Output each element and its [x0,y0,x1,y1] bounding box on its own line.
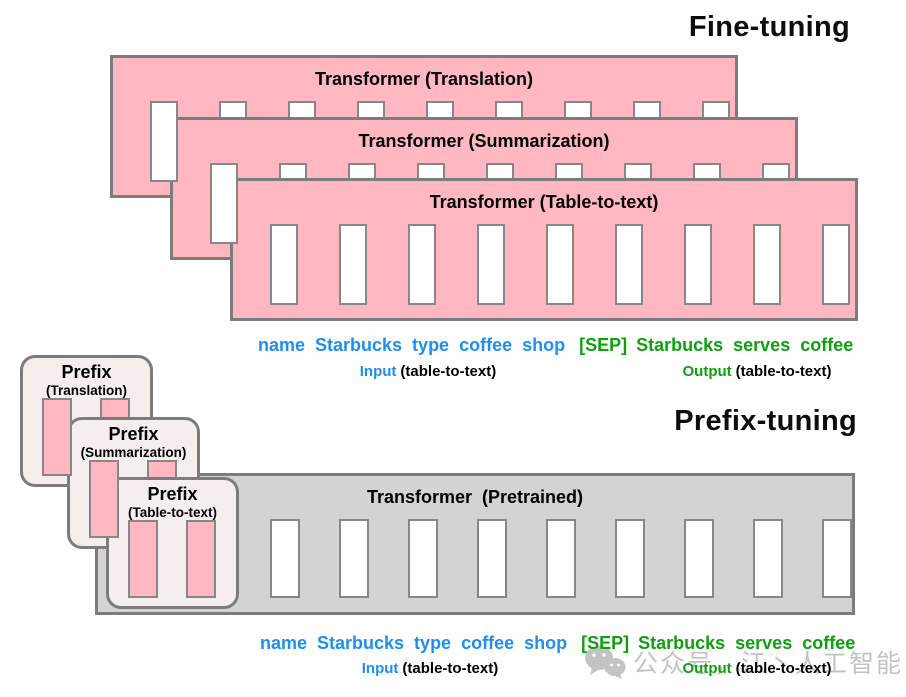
activation-token [753,224,781,305]
prefix-token-row [128,520,216,598]
wechat-icon [585,646,626,679]
output-tokens-text: Starbucks serves coffee [636,335,854,355]
prefix-box-title: Prefix [61,362,112,382]
input-caption-word: Input [359,363,397,380]
input-caption-bottom: Input(table-to-text) [362,660,498,677]
activation-token [546,224,574,305]
transformer-box-table-to-text: Transformer (Table-to-text) [230,178,858,321]
input-caption-top: Input(table-to-text) [360,363,496,380]
output-tokens-text: Starbucks serves coffee [638,633,856,653]
activation-token [546,519,576,598]
activation-token [339,519,369,598]
prefix-tuning-heading: Prefix-tuning [674,405,857,437]
activation-token [477,519,507,598]
output-caption-suffix: (table-to-text) [735,660,832,677]
activation-token [822,224,850,305]
watermark-text: 公众号，江丶人工智能 [633,650,904,678]
activation-token [210,163,238,244]
activation-token [822,519,852,598]
prefix-box-subtitle: (Table-to-text) [128,505,217,520]
input-caption-suffix: (table-to-text) [402,660,499,677]
input-tokens-text: name Starbucks type coffee shop [258,335,566,355]
watermark: 公众号，江丶人工智能 [584,644,903,680]
prefix-token [89,460,119,538]
activation-token [477,224,505,305]
fine-tuning-heading: Fine-tuning [688,11,850,43]
activation-token [150,101,178,182]
prefix-box-subtitle: (Summarization) [80,445,187,460]
activation-token [270,519,300,598]
input-tokens-text: name Starbucks type coffee shop [260,633,568,653]
output-caption-word: Output [682,660,732,677]
output-caption-word: Output [682,363,732,380]
input-caption-word: Input [361,660,399,677]
pretrained-transformer-label: Transformer (Pretrained) [366,487,584,507]
activation-token [339,224,367,305]
output-caption-bottom: Output(table-to-text) [683,660,832,677]
token-sequence-top: name Starbucks type coffee shop [SEP] St… [258,335,853,356]
prefix-token [186,520,216,598]
activation-token [408,224,436,305]
activation-token [615,519,645,598]
output-caption-top: Output(table-to-text) [683,363,832,380]
transformer-box-label: Transformer (Table-to-text) [429,192,659,212]
input-caption-suffix: (table-to-text) [400,363,497,380]
transformer-box-label: Transformer (Summarization) [358,131,610,151]
activation-token [684,224,712,305]
prefix-box-title: Prefix [147,484,198,504]
sep-token-text: [SEP] [579,335,628,355]
sep-token-text: [SEP] [581,633,630,653]
output-caption-suffix: (table-to-text) [735,363,832,380]
activation-token [615,224,643,305]
activation-token-row [270,224,850,305]
transformer-box-label: Transformer (Translation) [314,69,534,89]
prefix-token [128,520,158,598]
prefix-token [42,398,72,476]
activation-token [684,519,714,598]
prefix-box-title: Prefix [108,424,159,444]
activation-token [408,519,438,598]
activation-token [270,224,298,305]
activation-token [753,519,783,598]
activation-token-row [270,519,852,598]
token-sequence-bottom: name Starbucks type coffee shop [SEP] St… [260,633,855,654]
prefix-box-table-to-text: Prefix (Table-to-text) [106,477,239,609]
prefix-box-subtitle: (Translation) [45,383,127,398]
